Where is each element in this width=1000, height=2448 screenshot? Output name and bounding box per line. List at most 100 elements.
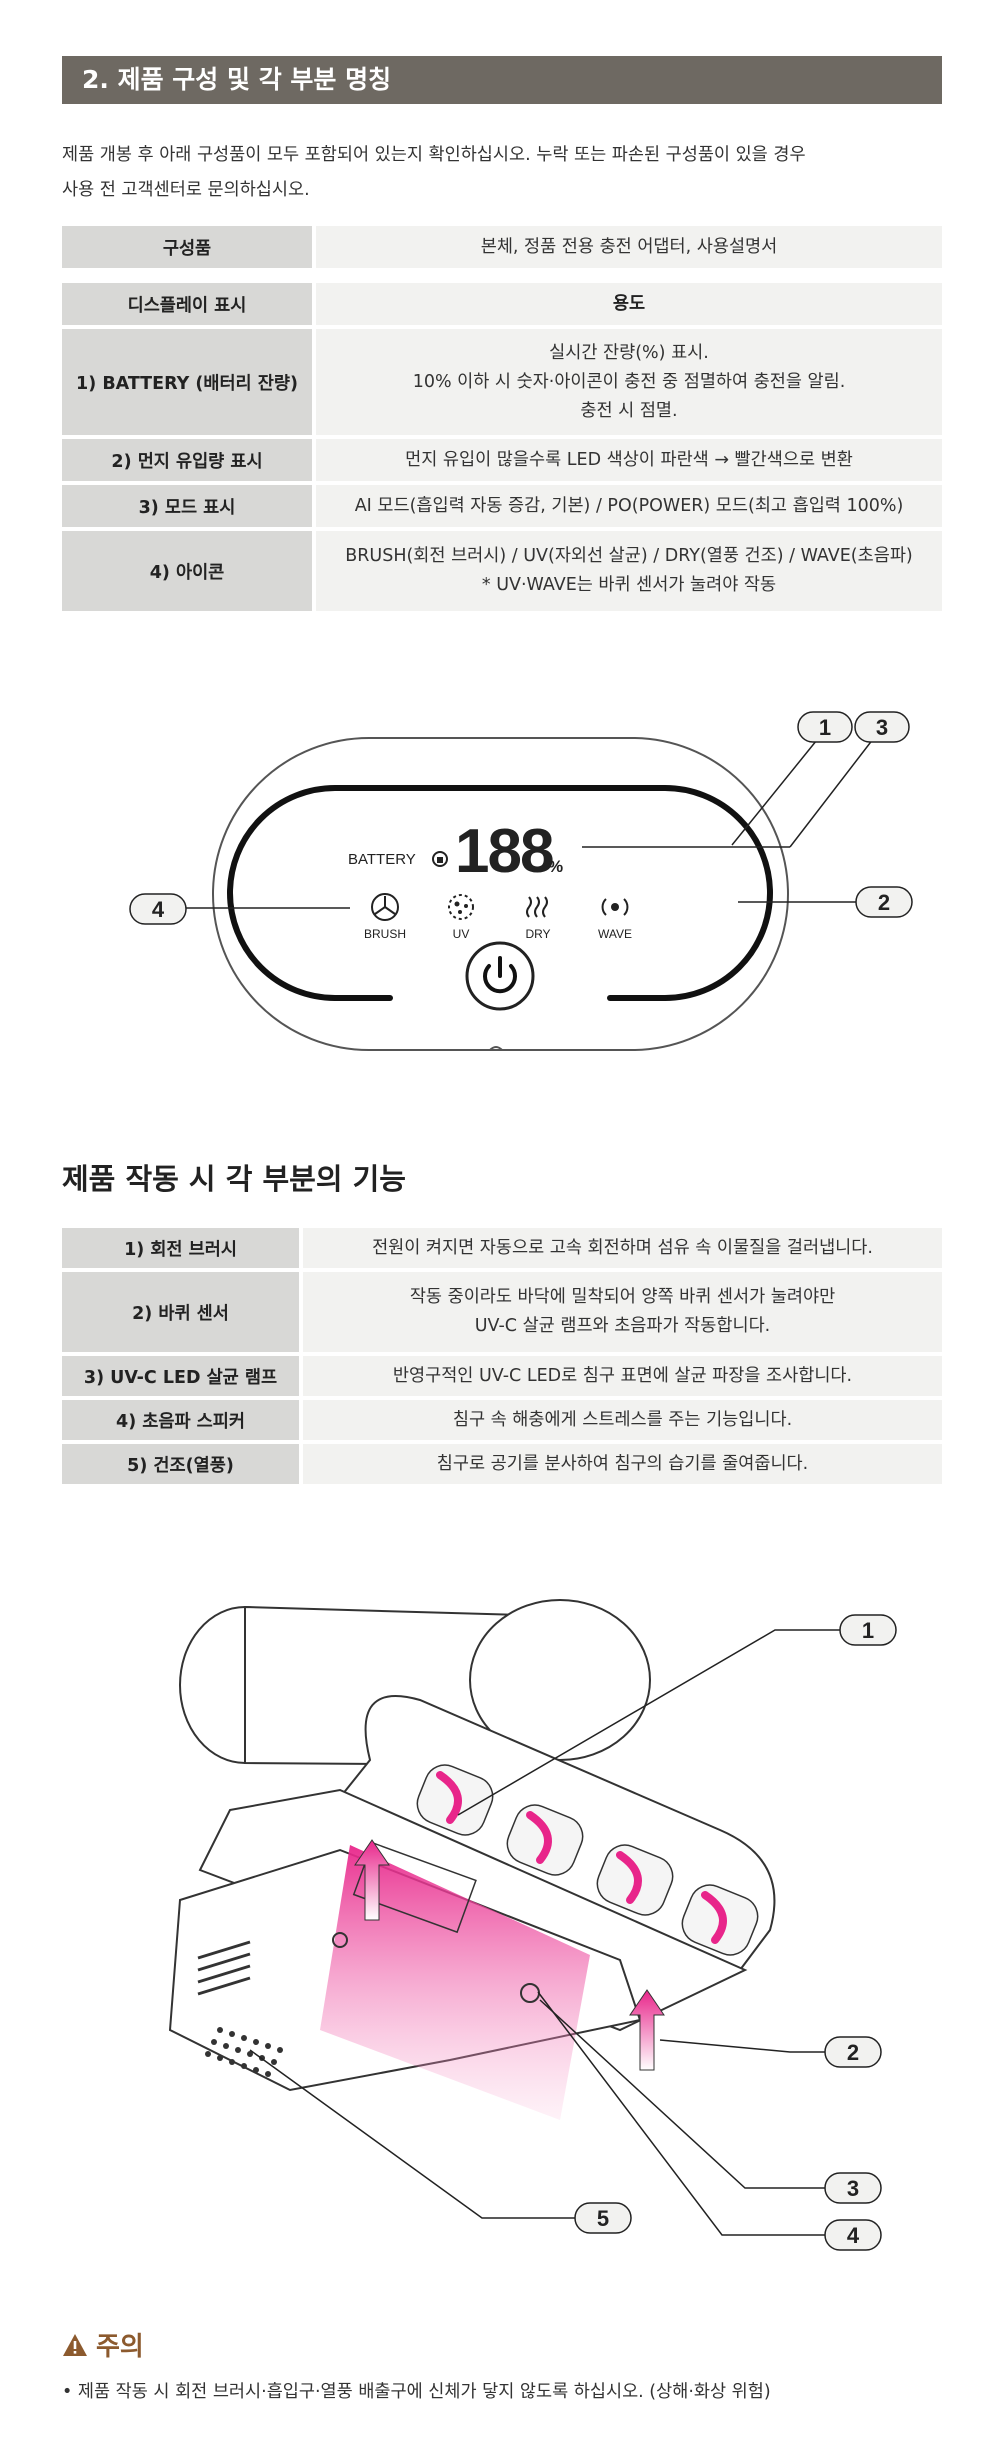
row-value: 전원이 켜지면 자동으로 고속 회전하며 섬유 속 이물질을 걸러냅니다.: [303, 1228, 942, 1272]
callout-1: 1: [797, 711, 853, 743]
battery-label: BATTERY: [348, 851, 416, 868]
row-label: 5) 건조(열풍): [62, 1444, 303, 1488]
svg-text:5: 5: [597, 2206, 609, 2231]
uv-glow: [320, 1845, 590, 2120]
row-label: 4) 아이콘: [62, 531, 316, 615]
brush-head-illustration: 1 2 3 4 5: [168, 1599, 897, 2251]
row-value: 작동 중이라도 바닥에 밀착되어 양쪽 바퀴 센서가 눌려야만 UV-C 살균 …: [303, 1272, 942, 1356]
callout-line-1: [731, 729, 826, 846]
brush-callout-5: 5: [574, 2202, 632, 2234]
table-row: 3) UV-C LED 살균 램프 반영구적인 UV-C LED로 침구 표면에…: [62, 1356, 942, 1400]
row-value: 침구 속 해충에게 스트레스를 주는 기능입니다.: [303, 1400, 942, 1444]
row-label: 1) 회전 브러시: [62, 1228, 303, 1272]
lcd-frame: [227, 785, 773, 1001]
callout-3: 3: [854, 711, 910, 743]
row-label: 1) BATTERY (배터리 잔량): [62, 329, 316, 439]
display-panel-illustration: BATTERY 188 % BRUSH UV DRY WAVE: [129, 711, 913, 1051]
function-table: 1) 회전 브러시 전원이 켜지면 자동으로 고속 회전하며 섬유 속 이물질을…: [62, 1228, 942, 1488]
warning-icon: [63, 2333, 87, 2356]
svg-text:4: 4: [847, 2223, 860, 2248]
row-line: 침구로 공기를 분사하여 침구의 습기를 줄여줍니다.: [436, 1453, 809, 1474]
air-arrows: [354, 1839, 665, 2071]
callout-2: 2: [855, 886, 913, 918]
svg-text:1: 1: [819, 715, 831, 740]
components-value: 본체, 정품 전용 충전 어댑터, 사용설명서: [316, 226, 942, 272]
row-line: BRUSH(회전 브러시) / UV(자외선 살균) / DRY(열풍 건조) …: [345, 546, 913, 566]
caution-label: 주의: [96, 2332, 144, 2362]
battery-percent: %: [548, 857, 563, 876]
row-value: AI 모드(흡입력 자동 증감, 기본) / PO(POWER) 모드(최고 흡…: [316, 485, 942, 531]
display-table: 디스플레이 표시 용도 1) BATTERY (배터리 잔량) 실시간 잔량(%…: [62, 283, 942, 615]
vent-slots: [197, 1940, 251, 1996]
uv-icon: [448, 894, 474, 920]
row-line: 작동 중이라도 바닥에 밀착되어 양쪽 바퀴 센서가 눌려야만: [409, 1287, 836, 1307]
row-value: 먼지 유입이 많을수록 LED 색상이 파란색 → 빨간색으로 변환: [316, 439, 942, 485]
row-line: 먼지 유입이 많을수록 LED 색상이 파란색 → 빨간색으로 변환: [405, 449, 853, 470]
uv-label: UV: [453, 927, 470, 941]
row-line: 침구 속 해충에게 스트레스를 주는 기능입니다.: [452, 1409, 793, 1430]
table-row: 2) 먼지 유입량 표시 먼지 유입이 많을수록 LED 색상이 파란색 → 빨…: [62, 439, 942, 485]
caution-text: • 제품 작동 시 회전 브러시·흡입구·열풍 배출구에 신체가 닿지 않도록 …: [62, 2382, 771, 2402]
display-header-label: 디스플레이 표시: [62, 283, 316, 329]
row-value: 실시간 잔량(%) 표시. 10% 이하 시 숫자·아이콘이 충전 중 점멸하여…: [316, 329, 942, 439]
row-line: 충전 시 점멸.: [580, 400, 678, 421]
brush-callout-3: 3: [824, 2172, 882, 2204]
power-icon: [483, 964, 517, 994]
wheel-sensor: [332, 1932, 348, 1948]
callout-line-3b: [789, 729, 881, 848]
table-row: 5) 건조(열풍) 침구로 공기를 분사하여 침구의 습기를 줄여줍니다.: [62, 1444, 942, 1488]
brush-callout-1: 1: [839, 1614, 897, 1646]
battery-lock-icon: [432, 851, 448, 867]
brush-label: BRUSH: [364, 927, 406, 941]
row-value: 침구로 공기를 분사하여 침구의 습기를 줄여줍니다.: [303, 1444, 942, 1488]
wave-label: WAVE: [598, 927, 632, 941]
table-row: 3) 모드 표시 AI 모드(흡입력 자동 증감, 기본) / PO(POWER…: [62, 485, 942, 531]
svg-text:4: 4: [152, 897, 165, 922]
components-label: 구성품: [62, 226, 316, 272]
speaker-grille: [205, 2027, 283, 2077]
row-label: 4) 초음파 스피커: [62, 1400, 303, 1444]
function-section-title: 제품 작동 시 각 부분의 기능: [62, 1162, 406, 1196]
dry-icon: [526, 896, 548, 918]
uv-lamp: [352, 1841, 477, 1934]
svg-text:1: 1: [862, 1618, 874, 1643]
row-value: 반영구적인 UV-C LED로 침구 표면에 살균 파장을 조사합니다.: [303, 1356, 942, 1400]
wave-icon: [601, 898, 629, 916]
intro-line-1: 제품 개봉 후 아래 구성품이 모두 포함되어 있는지 확인하십시오. 누락 또…: [62, 145, 806, 165]
svg-text:3: 3: [847, 2176, 859, 2201]
row-label: 3) UV-C LED 살균 램프: [62, 1356, 303, 1400]
table-row: 1) 회전 브러시 전원이 켜지면 자동으로 고속 회전하며 섬유 속 이물질을…: [62, 1228, 942, 1272]
table-row: 4) 아이콘 BRUSH(회전 브러시) / UV(자외선 살균) / DRY(…: [62, 531, 942, 615]
battery-digits: 188: [455, 817, 553, 886]
row-line: * UV·WAVE는 바퀴 센서가 눌려야 작동: [481, 575, 777, 595]
dry-label: DRY: [525, 927, 550, 941]
table-row: 1) BATTERY (배터리 잔량) 실시간 잔량(%) 표시. 10% 이하…: [62, 329, 942, 439]
brush-callout-4: 4: [824, 2219, 882, 2251]
row-label: 2) 바퀴 센서: [62, 1272, 303, 1356]
svg-text:3: 3: [876, 715, 888, 740]
row-line: 반영구적인 UV-C LED로 침구 표면에 살균 파장을 조사합니다.: [392, 1365, 853, 1386]
table-row: 2) 바퀴 센서 작동 중이라도 바닥에 밀착되어 양쪽 바퀴 센서가 눌려야만…: [62, 1272, 942, 1356]
callout-4: 4: [129, 893, 187, 925]
row-line: UV-C 살균 램프와 초음파가 작동합니다.: [474, 1316, 771, 1336]
table-row: 4) 초음파 스피커 침구 속 해충에게 스트레스를 주는 기능입니다.: [62, 1400, 942, 1444]
components-table: 구성품 본체, 정품 전용 충전 어댑터, 사용설명서: [62, 226, 942, 272]
svg-text:2: 2: [878, 890, 890, 915]
row-line: 10% 이하 시 숫자·아이콘이 충전 중 점멸하여 충전을 알림.: [412, 371, 846, 392]
brush-callout-2: 2: [824, 2036, 882, 2068]
panel-notch: [489, 1046, 503, 1051]
brush-callout-lines: [249, 1629, 840, 2236]
row-line: 전원이 켜지면 자동으로 고속 회전하며 섬유 속 이물질을 걸러냅니다.: [372, 1237, 873, 1258]
row-line: 실시간 잔량(%) 표시.: [549, 342, 709, 363]
rotation-arrows: [436, 1771, 727, 1944]
intro-text: 제품 개봉 후 아래 구성품이 모두 포함되어 있는지 확인하십시오. 누락 또…: [62, 138, 942, 208]
svg-text:2: 2: [847, 2040, 859, 2065]
power-button[interactable]: [465, 941, 535, 1011]
table-header-row: 디스플레이 표시 용도: [62, 283, 942, 329]
row-value: BRUSH(회전 브러시) / UV(자외선 살균) / DRY(열풍 건조) …: [316, 531, 942, 615]
caution-title: 주의: [62, 2326, 144, 2363]
row-line: AI 모드(흡입력 자동 증감, 기본) / PO(POWER) 모드(최고 흡…: [354, 495, 904, 516]
brush-icon: [371, 893, 399, 921]
row-label: 2) 먼지 유입량 표시: [62, 439, 316, 485]
section-title: 2. 제품 구성 및 각 부분 명칭: [62, 56, 942, 104]
